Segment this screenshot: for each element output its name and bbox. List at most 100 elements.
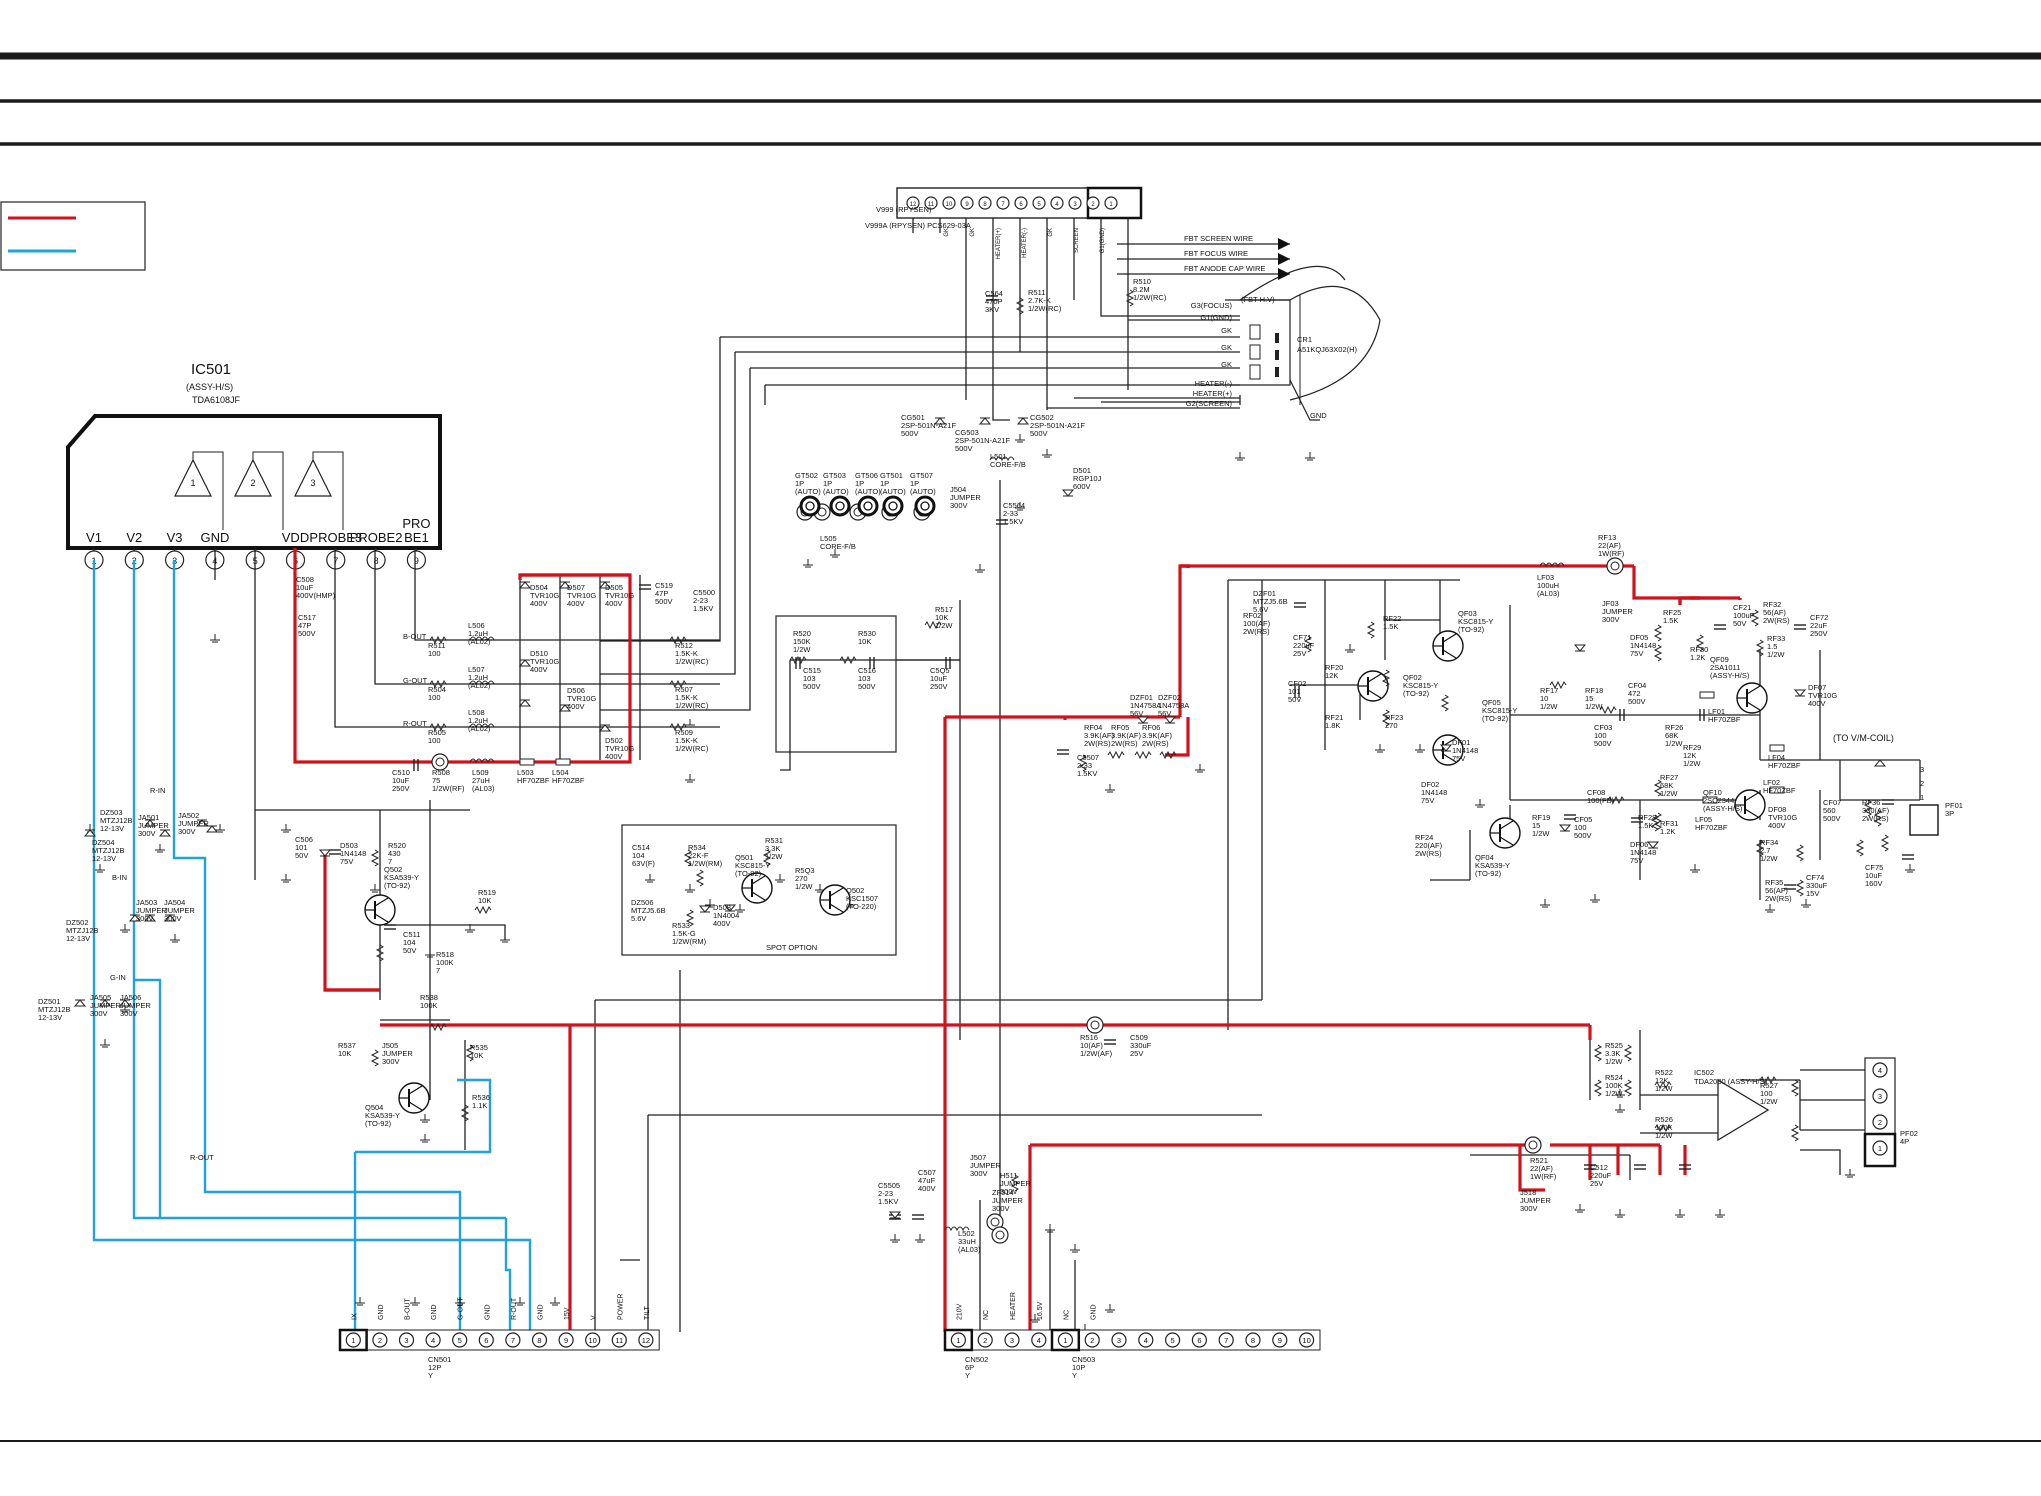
transistor-symbol <box>1489 817 1521 849</box>
inductor-symbol <box>469 636 495 642</box>
connector-pin-3 <box>1004 1332 1020 1348</box>
diode-symbol <box>598 581 612 589</box>
crt-node-label: G2(SCREEN) <box>1186 399 1233 408</box>
ground-icon <box>1615 1209 1625 1218</box>
resistor-symbol <box>1010 1174 1020 1192</box>
socket-pin-number: 7 <box>1001 202 1005 208</box>
connector-pin-10 <box>585 1332 601 1348</box>
ic501-pin-8 <box>366 550 386 570</box>
transistor-symbol <box>1734 789 1766 821</box>
connector-signal-label: R-OUT <box>511 1297 518 1320</box>
connector-signal-label: GND <box>1090 1304 1097 1320</box>
fbt-arrow <box>1278 253 1290 265</box>
capacitor-symbol <box>1619 709 1625 721</box>
connector-pin-number: 3 <box>404 1336 408 1345</box>
ground-icon <box>420 1114 430 1123</box>
transistor-symbol <box>741 872 773 904</box>
connector-pin-number: 6 <box>1197 1336 1201 1345</box>
inductor-symbol <box>469 680 495 686</box>
socket-signal-label: GK <box>970 228 976 237</box>
resistor-symbol <box>1653 644 1663 662</box>
connector-signal-label: 16.5V <box>1037 1301 1044 1320</box>
socket-pin-number: 3 <box>1073 202 1077 208</box>
ground-icon <box>515 1297 525 1306</box>
ground-icon <box>95 864 105 873</box>
connector-pin-7 <box>1218 1332 1234 1348</box>
ferrite-bead-symbol <box>1702 796 1718 804</box>
ic502-part: TDA2030 (ASSY-H/S) <box>1694 1077 1768 1086</box>
ic501-pin-label: V3 <box>167 530 183 545</box>
capacitor-symbol <box>329 849 341 855</box>
pf01-pin: 2 <box>1920 779 1924 788</box>
ic501-part: TDA6108JF <box>192 395 241 405</box>
socket-pin-7 <box>996 196 1010 210</box>
resistor-symbol <box>1381 669 1391 687</box>
ground-icon <box>1905 864 1915 873</box>
resistor-symbol <box>1623 1044 1633 1062</box>
socket-signal-label: GK <box>944 228 950 237</box>
ground-icon <box>915 1234 925 1243</box>
resistor-symbol <box>1303 635 1313 653</box>
connector-pin-1 <box>345 1332 361 1348</box>
diode-symbol <box>158 829 172 837</box>
connector-pin-number: 9 <box>564 1336 568 1345</box>
crt-part: A51KQJ63X02(H) <box>1297 345 1358 354</box>
spot-option-label: SPOT OPTION <box>766 943 817 952</box>
connector-pin-6 <box>1191 1332 1208 1348</box>
capacitor-symbol <box>1564 814 1576 820</box>
capacitor-symbol <box>1631 817 1643 823</box>
capacitor-symbol <box>1699 709 1705 721</box>
connector-cn501: 1IX2GND3B-OUT4GND5G-OUT6GND7R-OUT8GND915… <box>338 1294 660 1380</box>
socket-pin-3 <box>1068 196 1082 210</box>
diode-symbol <box>205 825 219 833</box>
ground-icon <box>425 949 435 958</box>
crt-node-label: G1(GND) <box>1200 313 1232 322</box>
socket-signal-label: GK <box>1048 228 1054 237</box>
connector-signal-label: POWER <box>617 1294 624 1320</box>
ic501-pin-label: V2 <box>126 530 142 545</box>
ground-icon <box>1305 452 1315 461</box>
resistor-symbol <box>1623 1079 1633 1097</box>
resistor-symbol <box>683 849 693 867</box>
transistor-symbol <box>1736 682 1768 714</box>
connector-pin-number: 12 <box>642 1336 650 1345</box>
connector-signal-label: V <box>591 1315 598 1320</box>
ground-icon <box>281 874 291 883</box>
capacitor-symbol <box>1104 1039 1116 1045</box>
socket-v999: V999 (RPYSEN) <box>876 205 932 214</box>
socket-signal-label: HEATER(-) <box>1022 228 1028 258</box>
crt-node-label: HEATER(-) <box>1195 379 1233 388</box>
